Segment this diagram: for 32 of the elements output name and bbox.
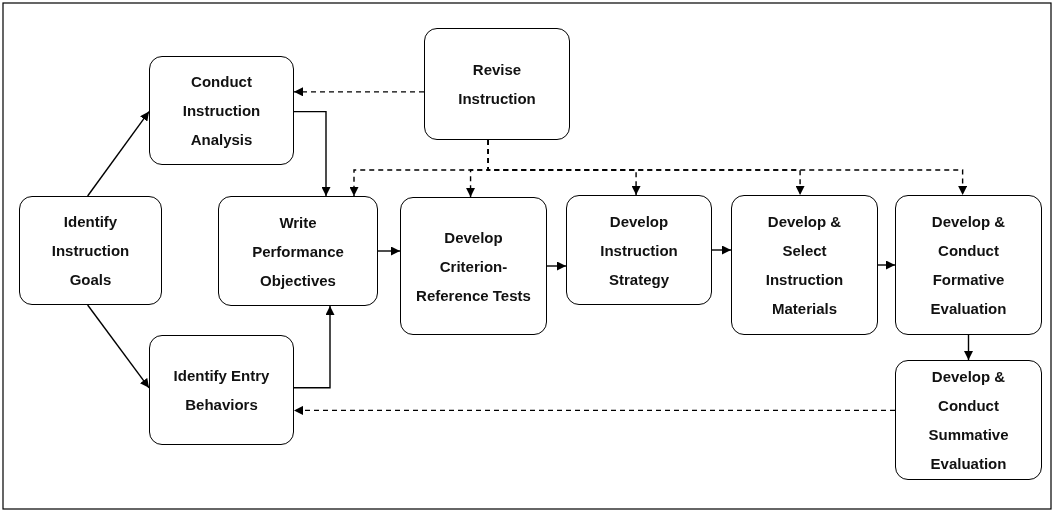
arrow (711, 245, 732, 255)
arrow (964, 334, 973, 361)
arrow (877, 260, 896, 270)
arrow (546, 261, 567, 271)
process-box (424, 28, 570, 140)
step-label: Conduct Instruction Analysis (181, 72, 262, 150)
process-box (731, 195, 878, 335)
step-label: Develop & Conduct Formative Evaluation (929, 212, 1008, 319)
arrow (377, 246, 401, 256)
step-label: Write Performance Objectives (251, 212, 345, 291)
step-label: Develop & Conduct Summative Evaluation (927, 367, 1010, 474)
dashed-arrow (487, 139, 968, 196)
process-box (149, 56, 294, 165)
dashed-arrow (293, 405, 896, 415)
arrow (293, 305, 335, 389)
step-label: Develop Instruction Strategy (599, 211, 679, 290)
step-label: Revise Instruction (457, 60, 537, 109)
process-box (149, 335, 294, 445)
dashed-arrow (293, 87, 425, 97)
arrow (86, 110, 150, 197)
process-box (218, 196, 378, 306)
process-box (400, 197, 547, 335)
step-label: Identify Entry Behaviors (172, 366, 271, 415)
step-label: Develop & Select Instruction Materials (764, 212, 845, 319)
process-box (19, 196, 162, 305)
process-box (895, 360, 1042, 480)
step-label: Identify Instruction Goals (50, 212, 131, 290)
arrow (86, 304, 150, 389)
process-box (895, 195, 1042, 335)
step-label: Develop Criterion-Reference Tests (415, 227, 532, 306)
process-box (566, 195, 712, 305)
arrow (293, 110, 331, 197)
